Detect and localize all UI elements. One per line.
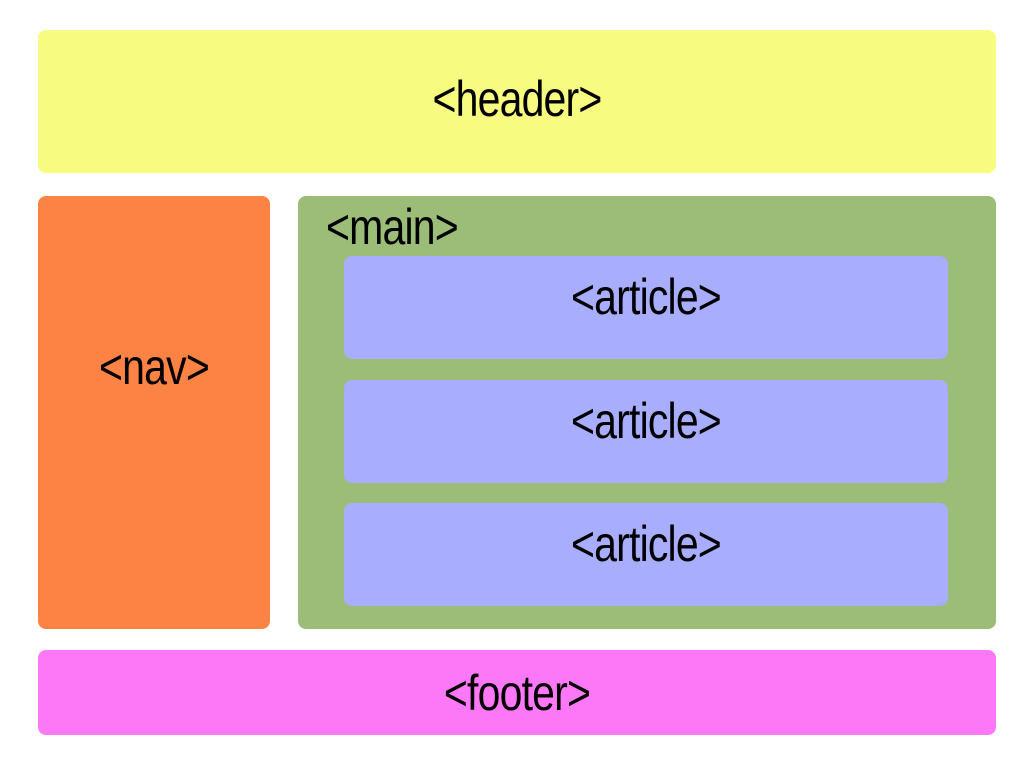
- main-block: <main> <article> <article> <article>: [298, 196, 996, 629]
- article-label: <article>: [571, 516, 722, 572]
- footer-block: <footer>: [38, 650, 996, 735]
- main-label: <main>: [326, 199, 459, 255]
- article-label: <article>: [571, 393, 722, 449]
- footer-label: <footer>: [443, 665, 591, 721]
- article-label: <article>: [571, 269, 722, 325]
- header-block: <header>: [38, 30, 996, 173]
- header-label: <header>: [432, 71, 603, 127]
- article-block: <article>: [344, 380, 948, 483]
- article-block: <article>: [344, 503, 948, 606]
- nav-label: <nav>: [99, 339, 210, 395]
- nav-block: <nav>: [38, 196, 270, 629]
- article-block: <article>: [344, 256, 948, 359]
